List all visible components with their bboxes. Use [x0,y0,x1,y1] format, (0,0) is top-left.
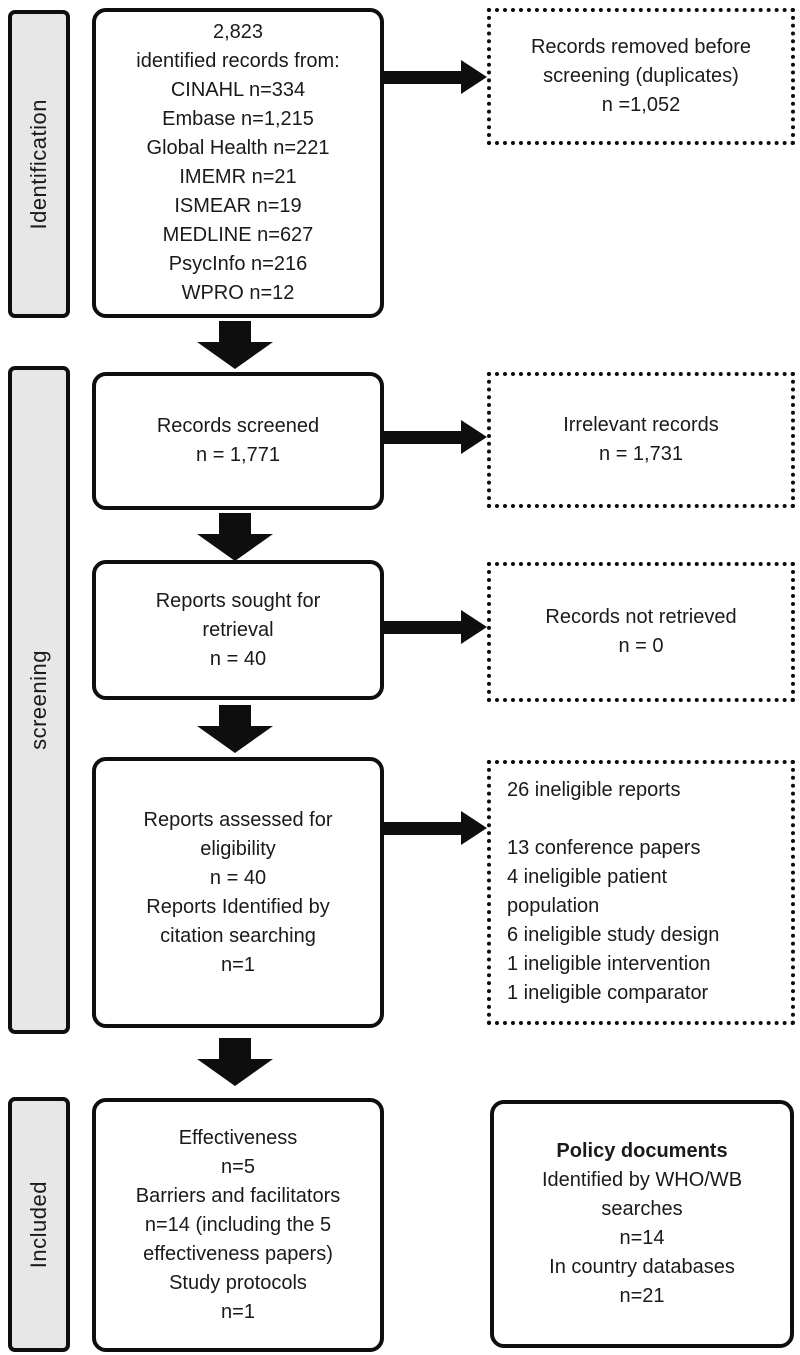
stage-label-identification: Identification [26,98,51,230]
box-records-screened: Records screened n = 1,771 [92,372,384,510]
arrow-right-identified-to-removed [383,60,487,94]
text-line: 1 ineligible comparator [507,982,709,1004]
text-line: Reports Identified by [146,895,330,918]
arrow-head-icon [461,60,487,94]
text-line [507,805,783,834]
text-line: Identified by WHO/WB [541,1169,743,1191]
text-line: PsycInfo n=216 [168,253,308,275]
text-line: n=1 [221,953,255,976]
arrow-down-assessed-to-included [197,1038,273,1086]
text-line: searches [601,1198,683,1220]
text-line: IMEMR n=21 [179,166,297,188]
text-line: Records screened [156,415,320,437]
text-line: Irrelevant records [563,414,719,436]
text-line: n = 0 [618,635,664,657]
box-identified-records: 2,823 identified records from: CINAHL n=33… [92,8,384,318]
text-line: citation searching [160,924,316,947]
text-line: 6 ineligible study design [507,924,720,946]
text-line: n=21 [619,1285,665,1307]
text-line: identified records from: [136,50,340,72]
text-line: 2,823 [212,21,264,43]
text-line: Reports assessed for [143,808,333,831]
arrow-shaft [383,70,465,84]
box-reports-assessed: Reports assessed for eligibility n = 40 Rep… [92,757,384,1028]
arrow-head-icon [461,811,487,845]
text-line: n=5 [221,1155,255,1178]
text-line: WPRO n=12 [181,282,295,304]
arrow-head-icon [197,534,273,561]
arrow-shaft [219,1038,251,1059]
text-line: effectiveness papers) [143,1242,333,1265]
arrow-down-identified-to-screened [197,321,273,369]
text-line: n=1 [221,1300,255,1323]
arrow-head-icon [197,1059,273,1086]
arrow-down-screened-to-sought [197,513,273,561]
text-line: n = 40 [209,647,267,670]
arrow-shaft [383,620,465,634]
text-line: Records removed before [530,36,752,58]
box-reports-sought: Reports sought for retrieval n = 40 [92,560,384,700]
arrow-shaft [219,321,251,342]
arrow-shaft [219,513,251,534]
box-irrelevant-records: Irrelevant records n = 1,731 [487,372,795,508]
text-line: 26 ineligible reports [507,779,681,801]
arrow-right-assessed-to-ineligible [383,811,487,845]
arrow-head-icon [197,342,273,369]
arrow-head-icon [197,726,273,753]
text-line: Barriers and facilitators [135,1184,341,1207]
arrow-head-icon [461,420,487,454]
text-line: Global Health n=221 [146,137,330,159]
stage-label-included: Included [26,1180,51,1269]
arrow-shaft [383,821,465,835]
text-line: Study protocols [169,1271,307,1294]
text-line: Policy documents [556,1140,728,1162]
text-line: retrieval [202,618,274,641]
text-line: CINAHL n=334 [170,79,306,101]
text-line: n = 1,731 [599,443,683,465]
stage-bar-identification: Identification [8,10,70,318]
text-line: n =1,052 [601,94,681,116]
text-line: Reports sought for [155,589,321,612]
text-line: 4 ineligible patient [507,866,668,888]
text-line: population [507,895,600,917]
text-line: In country databases [549,1256,735,1278]
text-line: n=14 (including the 5 [144,1213,332,1236]
arrow-down-sought-to-assessed [197,705,273,753]
box-records-not-retrieved: Records not retrieved n = 0 [487,562,795,702]
arrow-right-screened-to-irrelevant [383,420,487,454]
text-line: screening (duplicates) [543,65,739,87]
box-ineligible-reports: 26 ineligible reports 13 conference paper… [487,760,795,1025]
stage-bar-included: Included [8,1097,70,1352]
arrow-shaft [219,705,251,726]
text-line: n = 40 [209,866,267,889]
text-line: eligibility [200,837,276,860]
stage-label-screening: screening [26,650,51,750]
text-line: Effectiveness [178,1126,298,1149]
text-line: ISMEAR n=19 [174,195,302,217]
arrow-right-sought-to-notretrieved [383,610,487,644]
arrow-head-icon [461,610,487,644]
text-line: n = 1,771 [196,444,280,466]
text-line: n=14 [619,1227,665,1249]
text-line: MEDLINE n=627 [162,224,314,246]
text-line: Records not retrieved [545,606,737,628]
text-line: 1 ineligible intervention [507,953,711,975]
text-line: 13 conference papers [507,837,701,859]
box-records-removed: Records removed before screening (duplica… [487,8,795,145]
stage-bar-screening: screening [8,366,70,1034]
arrow-shaft [383,430,465,444]
text-line: Embase n=1,215 [162,108,314,130]
